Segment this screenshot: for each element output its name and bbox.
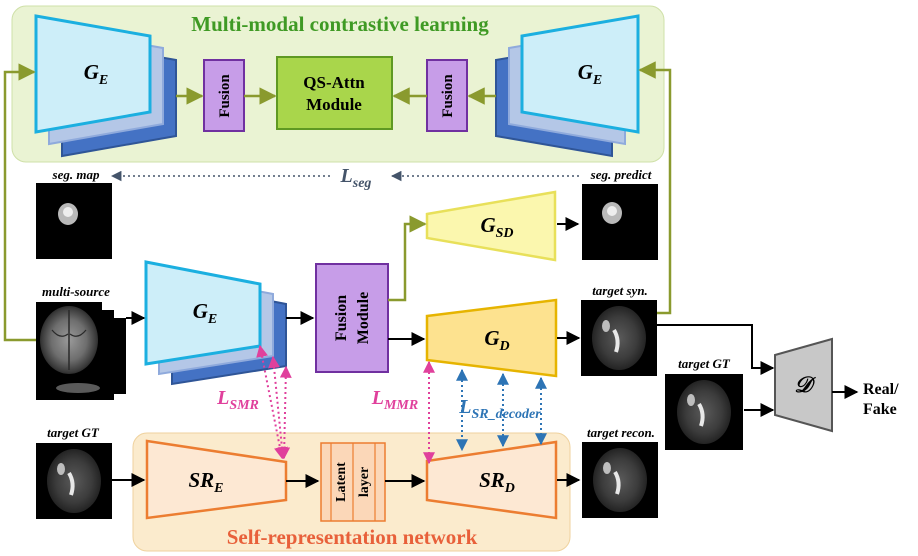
latent-label-line1: Latent xyxy=(334,462,349,502)
sr-decoder xyxy=(425,440,558,520)
target-recon-image xyxy=(582,442,658,518)
mmr-loss-label: LMMR xyxy=(371,387,418,413)
target-syn-image xyxy=(581,300,657,376)
sr-encoder-label: SRE xyxy=(188,468,223,496)
target-syn-label: target syn. xyxy=(592,283,648,298)
smr-arrow-3 xyxy=(278,365,292,460)
seg-map-image xyxy=(36,183,112,259)
top-right-encoder-stack: GE xyxy=(495,14,640,158)
real-fake-line2: Fake xyxy=(863,401,897,418)
latent-layer xyxy=(320,442,386,522)
top-left-encoder-stack: GE xyxy=(34,14,177,158)
segmentation-decoder xyxy=(425,190,557,262)
top-left-encoder-label: GE xyxy=(84,60,109,88)
qs-attn-label-line2: Module xyxy=(306,95,362,114)
fusion-module xyxy=(315,263,389,373)
seg-loss-label: Lseg xyxy=(340,165,372,191)
target-gt-left-image xyxy=(36,443,112,519)
seg-predict-image xyxy=(582,184,658,260)
seg-predict-label: seg. predict xyxy=(590,167,652,182)
feedback-right-loop xyxy=(638,61,672,315)
arrow-fusion-to-gsd xyxy=(388,215,427,302)
segmentation-decoder-label: GSD xyxy=(480,213,513,241)
latent-label-line2: layer xyxy=(357,467,372,497)
middle-encoder-stack: GE xyxy=(144,260,287,386)
fusion-box-left-label: Fusion xyxy=(217,74,233,118)
smr-loss-label: LSMR xyxy=(216,387,259,413)
target-recon-label: target recon. xyxy=(587,425,655,440)
multi-source-image-stack xyxy=(36,302,126,400)
self-representation-title: Self-representation network xyxy=(227,525,478,549)
middle-encoder-label: GE xyxy=(193,299,218,327)
generator-decoder xyxy=(425,298,558,378)
target-gt-right-image xyxy=(665,374,743,450)
multi-source-label: multi-source xyxy=(42,284,110,299)
target-gt-right-label: target GT xyxy=(678,356,731,371)
discriminator-label: 𝒟 xyxy=(794,372,816,397)
seg-map-label: seg. map xyxy=(52,167,100,182)
fusion-box-right-label: Fusion xyxy=(440,74,456,118)
qs-attn-label-line1: QS-Attn xyxy=(303,73,365,92)
target-gt-left-label: target GT xyxy=(47,425,100,440)
fusion-module-label-line1: Fusion xyxy=(333,295,350,341)
arrow-target-syn-to-discriminator xyxy=(657,324,775,375)
real-fake-line1: Real/ xyxy=(863,381,899,398)
sr-encoder xyxy=(145,439,288,520)
contrastive-learning-title: Multi-modal contrastive learning xyxy=(191,12,489,36)
sr-decoder-loss-label: LSR_decoder xyxy=(458,396,541,422)
sr-decoder-label: SRD xyxy=(479,468,515,496)
smr-arrow-2 xyxy=(268,355,288,460)
generator-decoder-label: GD xyxy=(484,326,509,354)
top-right-encoder-label: GE xyxy=(578,60,603,88)
qs-attn-module xyxy=(276,56,393,130)
discriminator xyxy=(774,337,833,433)
feedback-left-loop xyxy=(3,63,36,342)
fusion-box-left xyxy=(203,59,245,132)
fusion-module-label-line2: Module xyxy=(355,292,372,344)
